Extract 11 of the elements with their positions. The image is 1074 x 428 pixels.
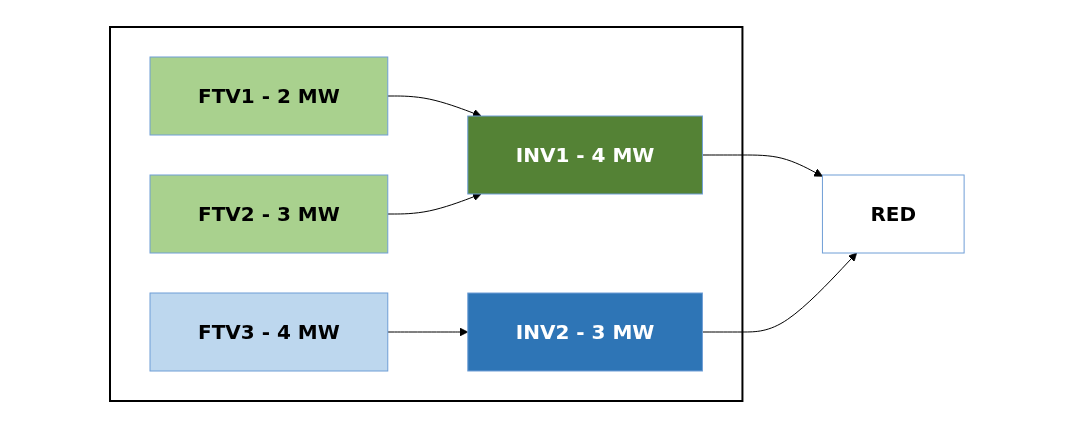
node-box: INV2 - 3 MW xyxy=(467,292,703,372)
arrow xyxy=(701,252,857,333)
node-box: RED xyxy=(821,174,965,254)
node-box: FTV1 - 2 MW xyxy=(149,56,389,136)
node-box: FTV2 - 3 MW xyxy=(149,174,389,254)
arrow xyxy=(701,154,823,177)
node-box: INV1 - 4 MW xyxy=(467,115,703,195)
node-box: FTV3 - 4 MW xyxy=(149,292,389,372)
arrow xyxy=(387,95,482,118)
arrow xyxy=(387,327,469,337)
cluster xyxy=(108,26,744,402)
